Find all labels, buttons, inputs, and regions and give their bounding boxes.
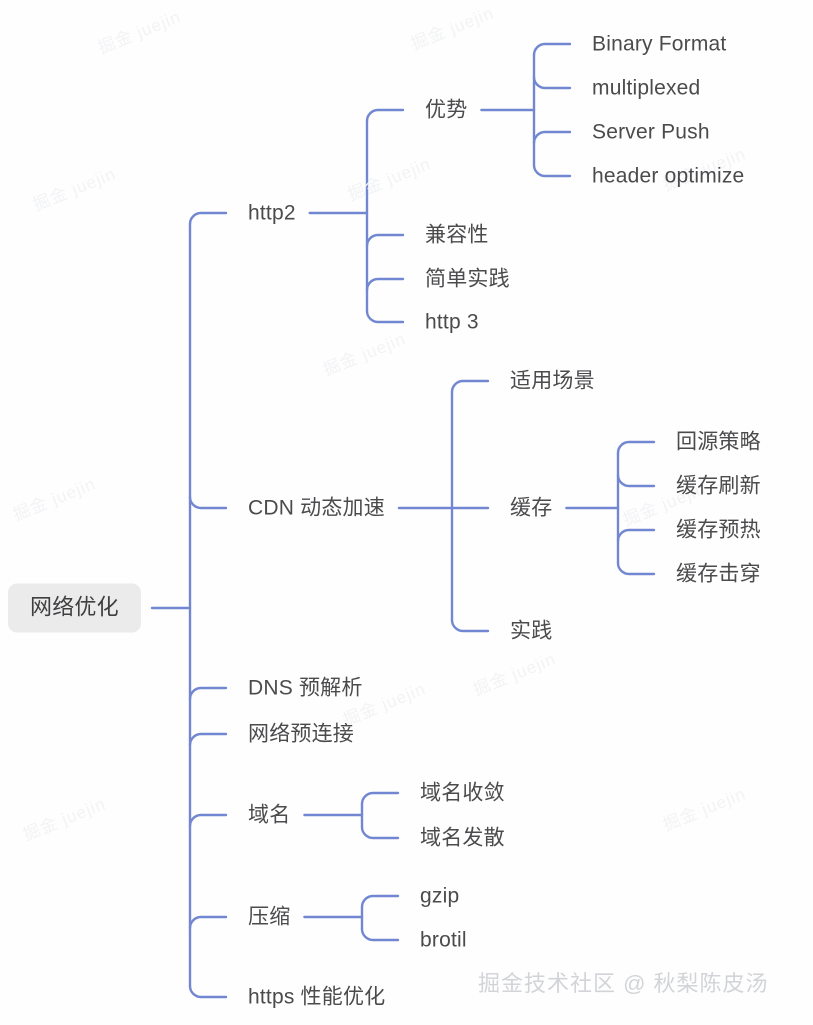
branch-1-child-1-leaf-2[interactable]: 缓存预热 [676,518,761,542]
branch-1-child-1-leaf-3[interactable]: 缓存击穿 [676,562,761,586]
background-watermark: 掘金 juejin [345,154,434,205]
branch-0-child-0-leaf-3[interactable]: header optimize [592,164,745,188]
branch-2[interactable]: DNS 预解析 [248,676,363,700]
branch-0-child-0-leaf-2[interactable]: Server Push [592,120,710,144]
branch-5[interactable]: 压缩 [248,905,291,929]
branch-0-child-0[interactable]: 优势 [425,98,468,122]
branch-0-child-0-leaf-0[interactable]: Binary Format [592,32,727,56]
background-watermark: 掘金 juejin [20,794,109,845]
branch-1-child-2[interactable]: 实践 [510,619,553,643]
branch-0-child-2[interactable]: 简单实践 [425,267,510,291]
background-watermark: 掘金 juejin [320,329,409,380]
background-watermark: 掘金 juejin [10,474,99,525]
background-watermark: 掘金 juejin [470,649,559,700]
branch-1-child-1-leaf-0[interactable]: 回源策略 [676,430,761,454]
branch-1-child-1[interactable]: 缓存 [510,496,553,520]
branch-4-child-0[interactable]: 域名收敛 [420,781,505,805]
branch-6[interactable]: https 性能优化 [248,985,386,1009]
branch-1[interactable]: CDN 动态加速 [248,496,385,520]
background-watermark: 掘金 juejin [30,164,119,215]
branch-1-child-0[interactable]: 适用场景 [510,369,595,393]
branch-0-child-0-leaf-1[interactable]: multiplexed [592,76,701,100]
branch-4[interactable]: 域名 [248,803,291,827]
branch-0[interactable]: http2 [248,201,296,225]
branch-0-child-3[interactable]: http 3 [425,310,479,334]
branch-5-child-0[interactable]: gzip [420,884,460,908]
branch-0-child-1[interactable]: 兼容性 [425,223,489,247]
background-watermark: 掘金 juejin [408,3,497,54]
root-node[interactable]: 网络优化 [8,583,141,633]
background-watermark: 掘金 juejin [95,7,184,58]
credit-watermark: 掘金技术社区 @ 秋梨陈皮汤 [478,971,769,996]
branch-1-child-1-leaf-1[interactable]: 缓存刷新 [676,474,761,498]
branch-5-child-1[interactable]: brotil [420,928,467,952]
branch-4-child-1[interactable]: 域名发散 [420,826,505,850]
background-watermark: 掘金 juejin [660,784,749,835]
branch-3[interactable]: 网络预连接 [248,722,354,746]
